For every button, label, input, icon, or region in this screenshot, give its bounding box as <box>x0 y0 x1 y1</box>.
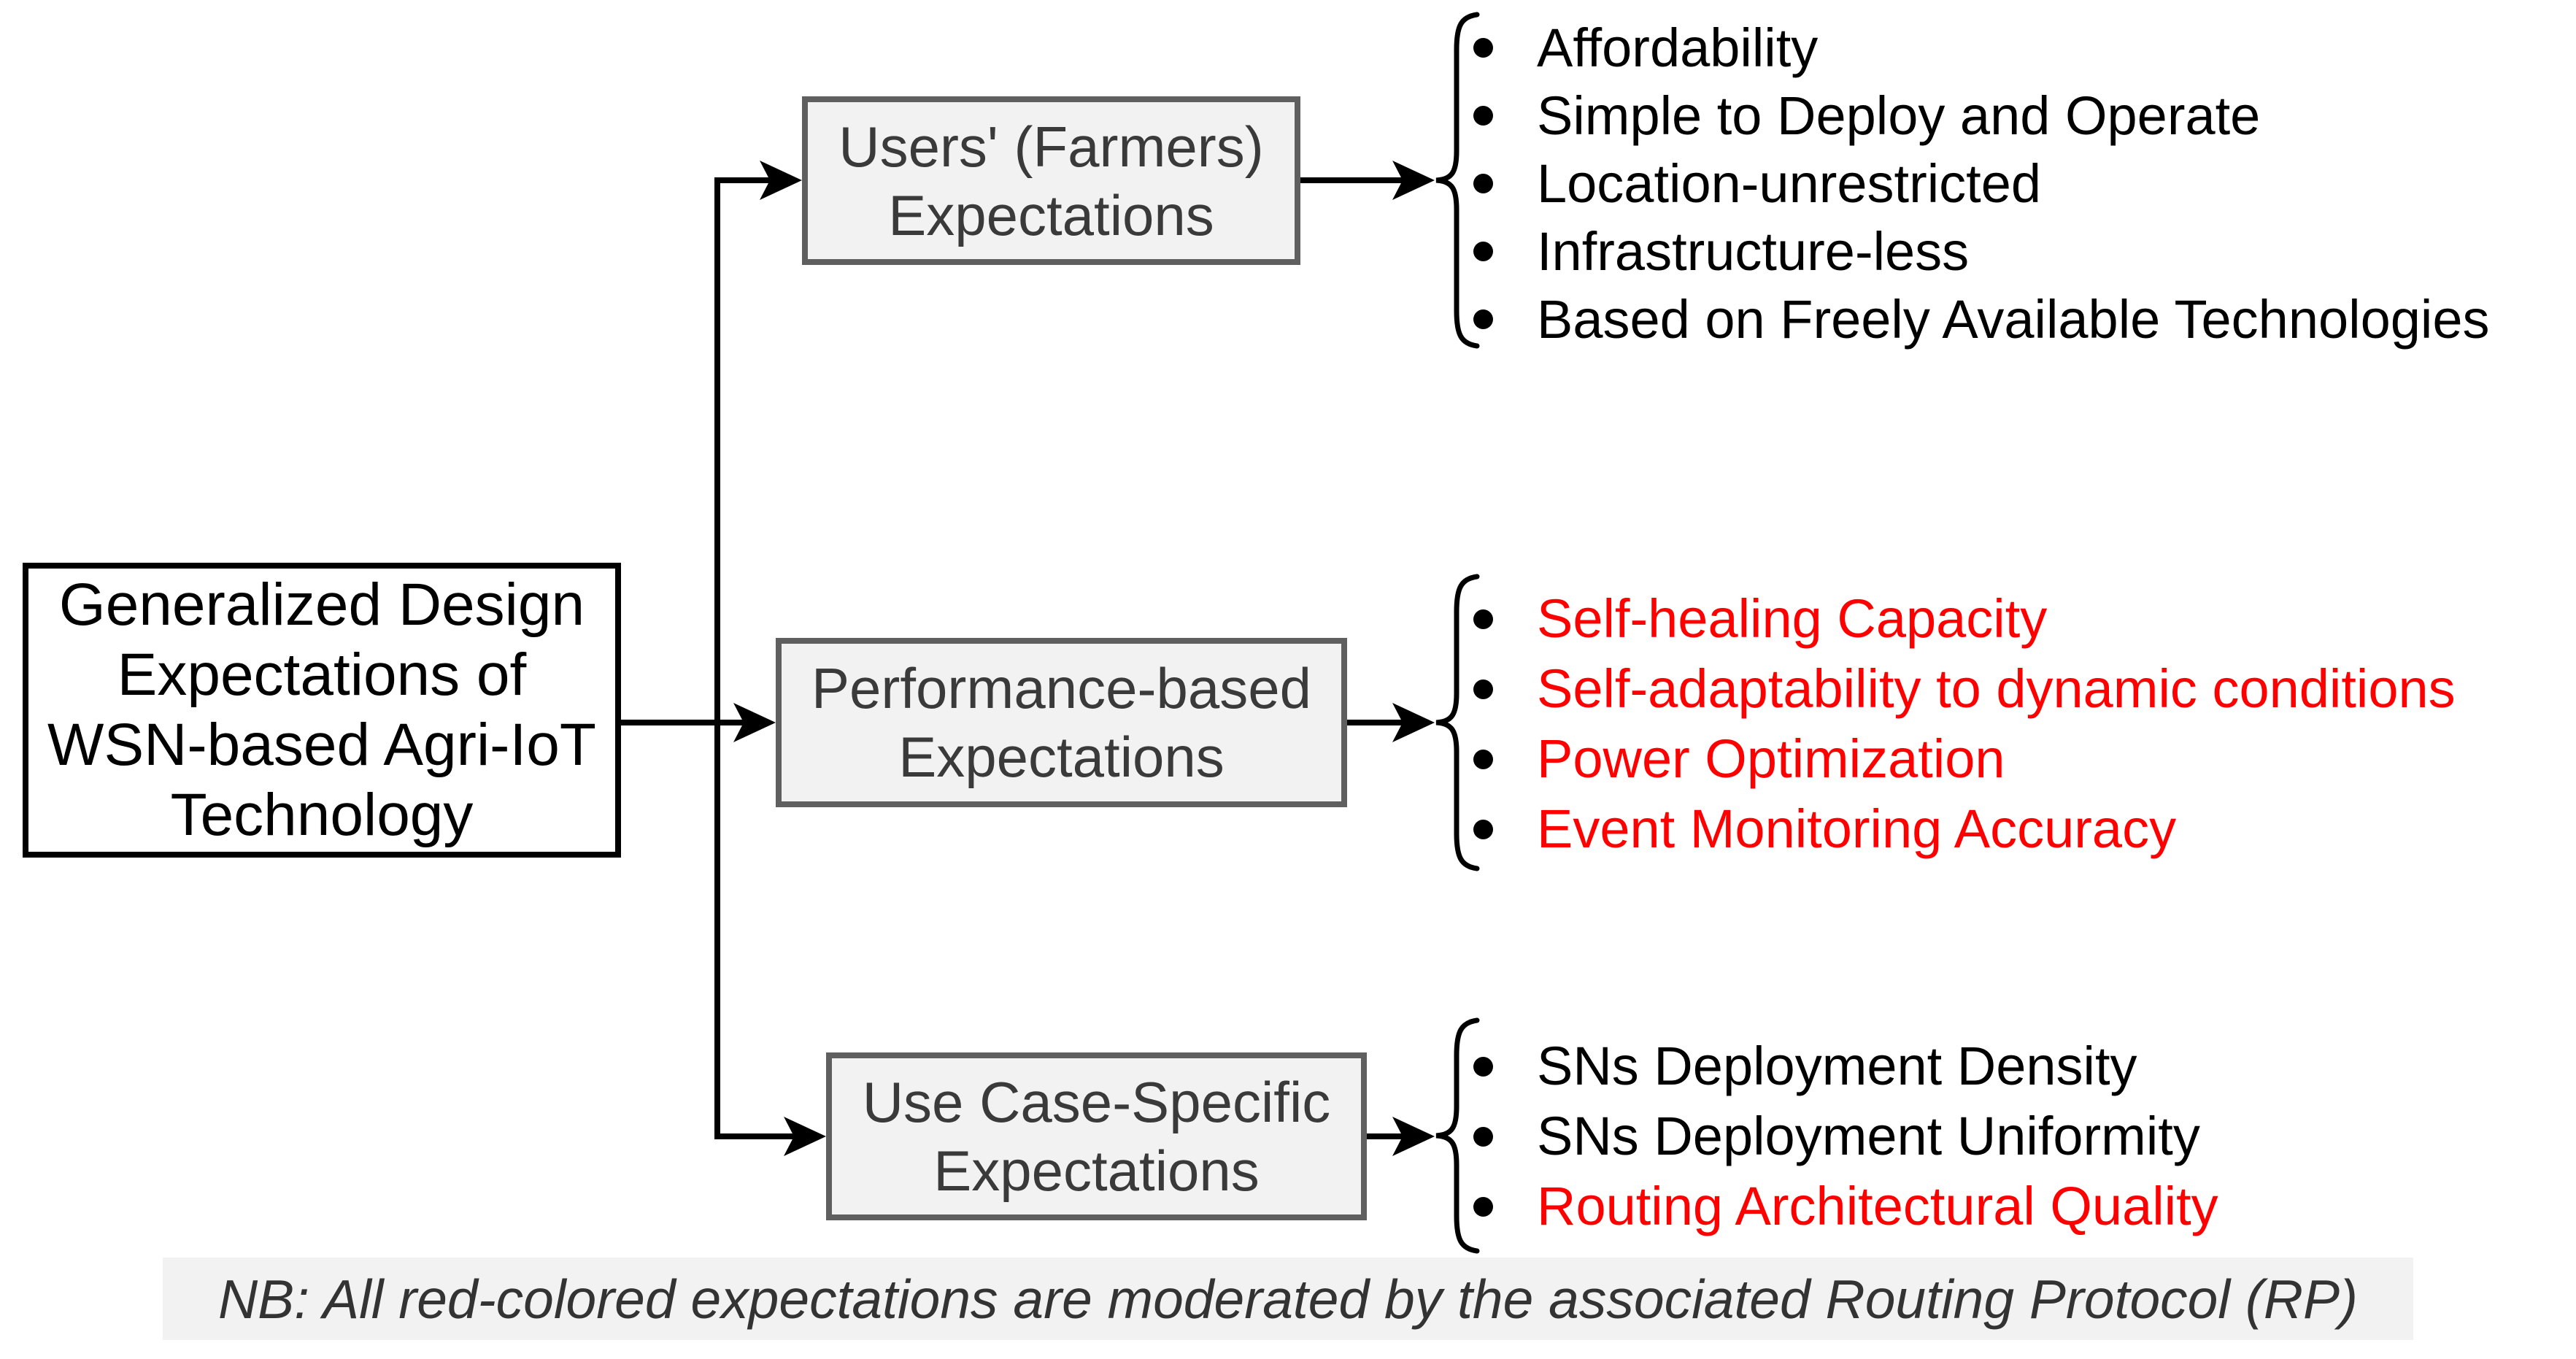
list-item: Location-unrestricted <box>1473 150 2489 217</box>
arrowhead-icon <box>1392 1117 1435 1156</box>
bullet-list-users: Affordability Simple to Deploy and Opera… <box>1473 14 2489 353</box>
list-item-label: Infrastructure-less <box>1537 220 1970 282</box>
note-bar: NB: All red-colored expectations are mod… <box>163 1258 2413 1340</box>
branch-box-label: Performance-based Expectations <box>811 656 1311 789</box>
bullet-dot-icon <box>1473 679 1493 699</box>
branch-box-users-expectations: Users' (Farmers) Expectations <box>802 96 1300 265</box>
bullet-dot-icon <box>1473 174 1493 193</box>
list-item: Event Monitoring Accuracy <box>1473 794 2456 864</box>
bullet-list-usecase: SNs Deployment Density SNs Deployment Un… <box>1473 1031 2218 1241</box>
root-box-label: Generalized Design Expectations of WSN-b… <box>47 571 596 848</box>
brace-icon <box>1435 574 1480 871</box>
list-item: SNs Deployment Density <box>1473 1031 2218 1101</box>
list-item: Self-adaptability to dynamic conditions <box>1473 654 2456 724</box>
list-item: Self-healing Capacity <box>1473 584 2456 654</box>
arrowhead-icon <box>760 161 802 200</box>
branch-box-usecase-expectations: Use Case-Specific Expectations <box>826 1052 1367 1220</box>
list-item-label: Location-unrestricted <box>1537 153 2042 214</box>
list-item: Routing Architectural Quality <box>1473 1171 2218 1241</box>
list-item: Infrastructure-less <box>1473 217 2489 285</box>
bullet-dot-icon <box>1473 1126 1493 1147</box>
list-item-label: Self-adaptability to dynamic conditions <box>1537 658 2456 719</box>
list-item-label: SNs Deployment Density <box>1537 1036 2137 1096</box>
branch-box-label: Users' (Farmers) Expectations <box>838 114 1264 247</box>
bullet-dot-icon <box>1473 1196 1493 1217</box>
arrowhead-icon <box>1392 703 1435 742</box>
list-item-label: Affordability <box>1537 17 1819 78</box>
root-box: Generalized Design Expectations of WSN-b… <box>23 563 621 858</box>
bullet-list-performance: Self-healing Capacity Self-adaptability … <box>1473 584 2456 864</box>
bullet-dot-icon <box>1473 609 1493 629</box>
list-item-label: Event Monitoring Accuracy <box>1537 798 2177 859</box>
bullet-dot-icon <box>1473 106 1493 126</box>
arrowhead-icon <box>1392 161 1435 200</box>
list-item: Affordability <box>1473 14 2489 82</box>
list-item: Power Optimization <box>1473 724 2456 794</box>
bullet-dot-icon <box>1473 38 1493 58</box>
bullet-dot-icon <box>1473 309 1493 329</box>
list-item-label: Simple to Deploy and Operate <box>1537 85 2261 146</box>
list-item-label: SNs Deployment Uniformity <box>1537 1106 2200 1166</box>
brace-icon <box>1435 12 1480 349</box>
bullet-dot-icon <box>1473 749 1493 769</box>
bullet-dot-icon <box>1473 1056 1493 1077</box>
list-item: Based on Freely Available Technologies <box>1473 285 2489 353</box>
branch-box-label: Use Case-Specific Expectations <box>862 1070 1331 1203</box>
list-item-label: Based on Freely Available Technologies <box>1537 288 2490 350</box>
branch-box-performance-expectations: Performance-based Expectations <box>776 638 1347 807</box>
bullet-dot-icon <box>1473 242 1493 261</box>
list-item-label: Routing Architectural Quality <box>1537 1176 2218 1236</box>
list-item: SNs Deployment Uniformity <box>1473 1101 2218 1171</box>
list-item-label: Power Optimization <box>1537 728 2005 789</box>
arrowhead-icon <box>733 703 776 742</box>
arrowhead-icon <box>784 1117 826 1156</box>
brace-icon <box>1435 1017 1480 1254</box>
note-text: NB: All red-colored expectations are mod… <box>217 1268 2359 1330</box>
bullet-dot-icon <box>1473 819 1493 839</box>
list-item: Simple to Deploy and Operate <box>1473 82 2489 150</box>
list-item-label: Self-healing Capacity <box>1537 588 2048 649</box>
